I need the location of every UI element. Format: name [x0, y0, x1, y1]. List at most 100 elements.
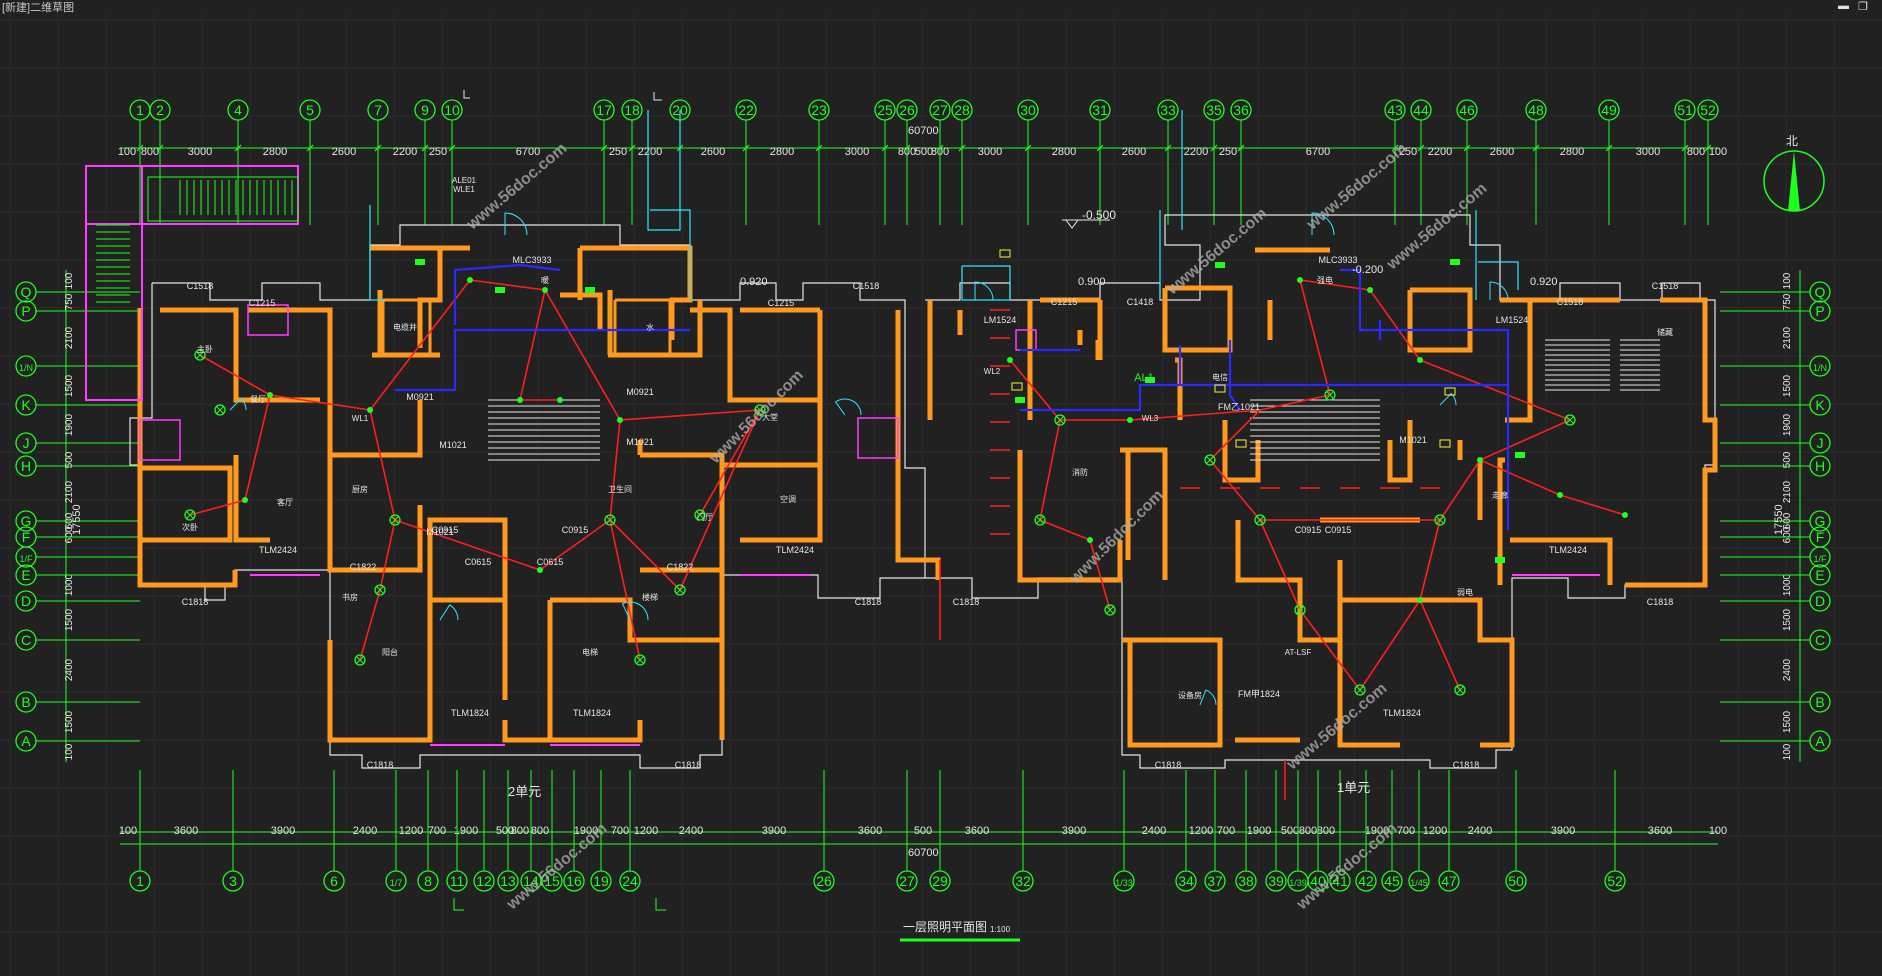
outlet-icon: [1214, 384, 1226, 393]
wall: [1120, 447, 1168, 580]
axis-label-right: Q: [1815, 284, 1826, 300]
restore-icon[interactable]: ❐: [1858, 1, 1868, 13]
ceiling-lamp-icon: [1054, 414, 1066, 426]
wall: [1235, 520, 1303, 620]
window-label: C1818: [855, 597, 882, 607]
dim-bottom: 3900: [762, 825, 786, 837]
wire: [469, 279, 546, 291]
axis-label-top: 36: [1233, 102, 1249, 118]
window-label: C1518: [1652, 281, 1679, 291]
window-label: C1818: [1155, 760, 1182, 770]
axis-label-top: 35: [1206, 102, 1222, 118]
panel-label: ALE01: [452, 176, 477, 185]
wall: [233, 310, 320, 403]
axis-label-bottom: 37: [1207, 873, 1223, 889]
door-label: TLM2424: [259, 545, 297, 555]
ceiling-lamp-icon: [1104, 604, 1116, 616]
wire: [1020, 383, 1508, 412]
window-label: C1818: [1453, 760, 1480, 770]
axis-label-top: 18: [624, 102, 640, 118]
axis-label-right: A: [1815, 733, 1825, 749]
dim-right: 500: [1782, 451, 1793, 468]
minimize-icon[interactable]: ▬: [1838, 0, 1849, 12]
door-label: M0921: [406, 392, 434, 402]
ceiling-lamp-icon: [1434, 514, 1446, 526]
door-swing: [1489, 281, 1509, 301]
room-label: 餐厅: [250, 395, 266, 404]
dim-right: 1500: [1782, 374, 1793, 397]
panel-label: WL2: [984, 367, 1001, 376]
room-label: 楼梯: [642, 592, 658, 602]
axis-label-left: G: [21, 513, 32, 529]
level-0900: 0.900: [1078, 276, 1106, 288]
wall: [327, 640, 433, 743]
panel-label: WLE1: [453, 185, 475, 194]
switch-icon: [1087, 537, 1093, 543]
wire: [609, 419, 621, 521]
axis-label-bottom: 19: [593, 873, 609, 889]
window-label: C1822: [350, 562, 377, 572]
dim-top: 2200: [1428, 146, 1452, 158]
outline: [961, 265, 1011, 301]
axis-label-top: 22: [738, 102, 754, 118]
axis-label-bottom: 24: [622, 873, 638, 889]
switch-icon: [1622, 512, 1628, 518]
axis-label-bottom: 6: [330, 873, 338, 889]
dim-bottom: 700: [1397, 825, 1415, 837]
axis-label-top: 44: [1413, 102, 1429, 118]
wire: [1129, 409, 1261, 421]
dim-top: 250: [1399, 146, 1417, 158]
room-label: 暖: [541, 276, 549, 285]
wire: [359, 589, 381, 661]
axis-label-left: B: [21, 694, 30, 710]
dim-right: 2400: [1782, 658, 1793, 681]
window-title: [新建]二维草图: [2, 2, 75, 14]
dim-bottom: 3900: [1551, 825, 1575, 837]
lamp-cross: [1565, 415, 1575, 425]
building-walls: [85, 110, 1718, 769]
north-arrow: 北: [1763, 134, 1825, 212]
dim-bottom: 1900: [1247, 825, 1271, 837]
wall: [640, 452, 725, 570]
dim-top: 2800: [1560, 146, 1584, 158]
lamp-cross: [1435, 515, 1445, 525]
total-dim-bottom: 60700: [908, 847, 939, 859]
axis-label-bottom: 1: [136, 873, 144, 889]
axis-label-left: C: [21, 632, 31, 648]
wiring: [189, 263, 1626, 800]
switch-icon: [1417, 597, 1423, 603]
room-label: 次卧: [182, 522, 198, 532]
axis-label-bottom: 45: [1384, 873, 1400, 889]
axis-label-right: C: [1815, 632, 1825, 648]
dim-top: 2600: [1490, 146, 1514, 158]
wire: [1359, 599, 1421, 691]
dim-top: 2800: [770, 146, 794, 158]
window-label: C0915: [562, 525, 589, 535]
axis-label-bottom: 50: [1508, 873, 1524, 889]
dim-bottom: 3900: [1062, 825, 1086, 837]
dim-bottom: 500: [1281, 825, 1299, 837]
wire: [1419, 599, 1461, 691]
ceiling-lamp-icon: [184, 509, 196, 521]
wall: [1497, 457, 1505, 585]
section-mark: [655, 898, 666, 911]
axis-label-bottom: 1/33: [1115, 878, 1133, 888]
dim-right: 100: [1782, 743, 1793, 760]
switch-icon: [1367, 287, 1373, 293]
axis-label-top: 33: [1160, 102, 1176, 118]
lamp-cross: [1255, 515, 1265, 525]
axis-label-top: 17: [596, 102, 612, 118]
wall: [690, 307, 820, 403]
steps-box: [147, 176, 299, 222]
axis-label-top: 9: [421, 102, 429, 118]
window-label: C1818: [1647, 597, 1674, 607]
unit-1-label: 1单元: [1337, 780, 1370, 795]
panel-icon: [585, 287, 595, 293]
ceiling-lamp-icon: [194, 349, 206, 361]
wire: [1479, 419, 1571, 461]
lamp-cross: [215, 405, 225, 415]
room-label: 阳台: [382, 647, 398, 657]
wire: [1259, 519, 1301, 611]
